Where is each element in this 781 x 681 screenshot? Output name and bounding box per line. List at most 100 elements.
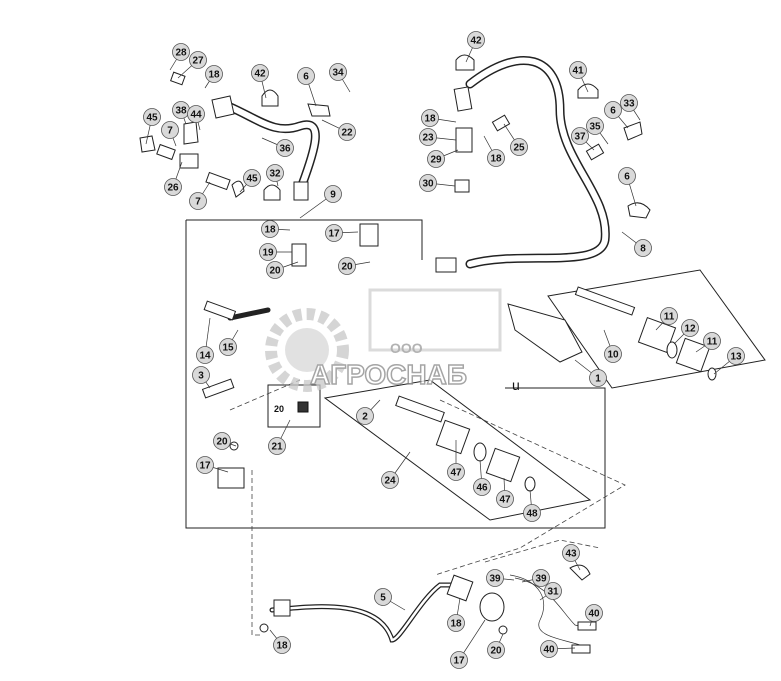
callout-number: 25 (513, 143, 525, 154)
callout-45: 45 (243, 169, 261, 187)
callout-35: 35 (586, 117, 604, 135)
callout-number: 14 (199, 351, 211, 362)
callout-34: 34 (329, 63, 347, 81)
callout-48: 48 (523, 504, 541, 522)
callout-bubble (266, 261, 284, 279)
callout-bubble (266, 164, 284, 182)
callout-number: 2 (362, 412, 368, 423)
callout-39: 39 (532, 569, 550, 587)
callout-31: 31 (544, 582, 562, 600)
callout-44: 44 (187, 105, 205, 123)
callout-number: 18 (276, 641, 288, 652)
callout-bubble (447, 463, 465, 481)
callout-17: 17 (450, 651, 468, 669)
callout-bubble (586, 117, 604, 135)
callout-bubble (243, 169, 261, 187)
callout-40: 40 (540, 640, 558, 658)
callout-bubble (510, 138, 528, 156)
callout-36: 36 (276, 139, 294, 157)
callout-bubble (523, 504, 541, 522)
callout-number: 39 (489, 574, 501, 585)
callout-number: 15 (222, 343, 234, 354)
callout-number: 44 (190, 110, 202, 121)
callout-number: 11 (664, 312, 675, 323)
callout-27: 27 (189, 51, 207, 69)
callout-number: 24 (384, 476, 396, 487)
callout-bubble (562, 544, 580, 562)
callout-bubble (356, 407, 374, 425)
callout-7: 7 (161, 121, 179, 139)
callout-number: 35 (589, 122, 601, 133)
callout-18: 18 (205, 65, 223, 83)
callout-number: 36 (279, 144, 291, 155)
callout-number: 21 (271, 442, 283, 453)
callout-number: 18 (424, 114, 436, 125)
callout-bubble (660, 307, 678, 325)
callout-9: 9 (324, 185, 342, 203)
callout-number: 13 (730, 352, 742, 363)
callout-bubble (703, 332, 721, 350)
callout-number: 18 (264, 225, 276, 236)
callout-number: 17 (328, 229, 340, 240)
callout-22: 22 (338, 123, 356, 141)
callout-43: 43 (562, 544, 580, 562)
callout-12: 12 (681, 319, 699, 337)
callout-bubble (189, 51, 207, 69)
callout-number: 29 (430, 155, 442, 166)
callout-bubble (604, 345, 622, 363)
callout-39: 39 (486, 569, 504, 587)
callout-bubble (487, 149, 505, 167)
callout-bubble (496, 490, 514, 508)
callout-bubble (473, 478, 491, 496)
callout-number: 6 (303, 72, 309, 83)
callout-33: 33 (620, 94, 638, 112)
callout-32: 32 (266, 164, 284, 182)
callout-number: 18 (450, 619, 462, 630)
callout-bubble (419, 174, 437, 192)
callout-20: 20 (487, 641, 505, 659)
callout-number: 45 (146, 113, 158, 124)
callout-2: 2 (356, 407, 374, 425)
callout-number: 47 (499, 495, 511, 506)
callout-number: 17 (199, 461, 211, 472)
callout-21: 21 (268, 437, 286, 455)
callout-13: 13 (727, 347, 745, 365)
callout-number: 43 (565, 549, 577, 560)
callout-30: 30 (419, 174, 437, 192)
callout-bubble (681, 319, 699, 337)
callout-number: 31 (547, 587, 559, 598)
callout-number: 32 (269, 169, 281, 180)
callout-bubble (338, 257, 356, 275)
callout-number: 6 (610, 106, 616, 117)
callout-bubble (273, 636, 291, 654)
callout-number: 1 (595, 374, 601, 385)
callout-number: 48 (526, 509, 538, 520)
callout-bubble (585, 604, 603, 622)
callout-number: 7 (167, 126, 173, 137)
callout-bubble (187, 105, 205, 123)
callout-number: 40 (588, 609, 600, 620)
callout-29: 29 (427, 150, 445, 168)
callout-bubble (604, 101, 622, 119)
callout-number: 18 (490, 154, 502, 165)
callout-number: 46 (476, 483, 488, 494)
callout-number: 20 (269, 266, 281, 277)
callout-40: 40 (585, 604, 603, 622)
callout-bubble (261, 220, 279, 238)
callout-bubble (532, 569, 550, 587)
callout-6: 6 (604, 101, 622, 119)
callout-number: 7 (195, 197, 201, 208)
callout-bubble (589, 369, 607, 387)
callout-bubble (189, 192, 207, 210)
callout-number: 42 (470, 36, 482, 47)
callout-11: 11 (703, 332, 721, 350)
callout-25: 25 (510, 138, 528, 156)
callout-bubble (544, 582, 562, 600)
callout-18: 18 (273, 636, 291, 654)
watermark-prefix: ООО (390, 340, 423, 356)
callout-41: 41 (569, 61, 587, 79)
callout-42: 42 (467, 31, 485, 49)
callout-19: 19 (259, 243, 277, 261)
